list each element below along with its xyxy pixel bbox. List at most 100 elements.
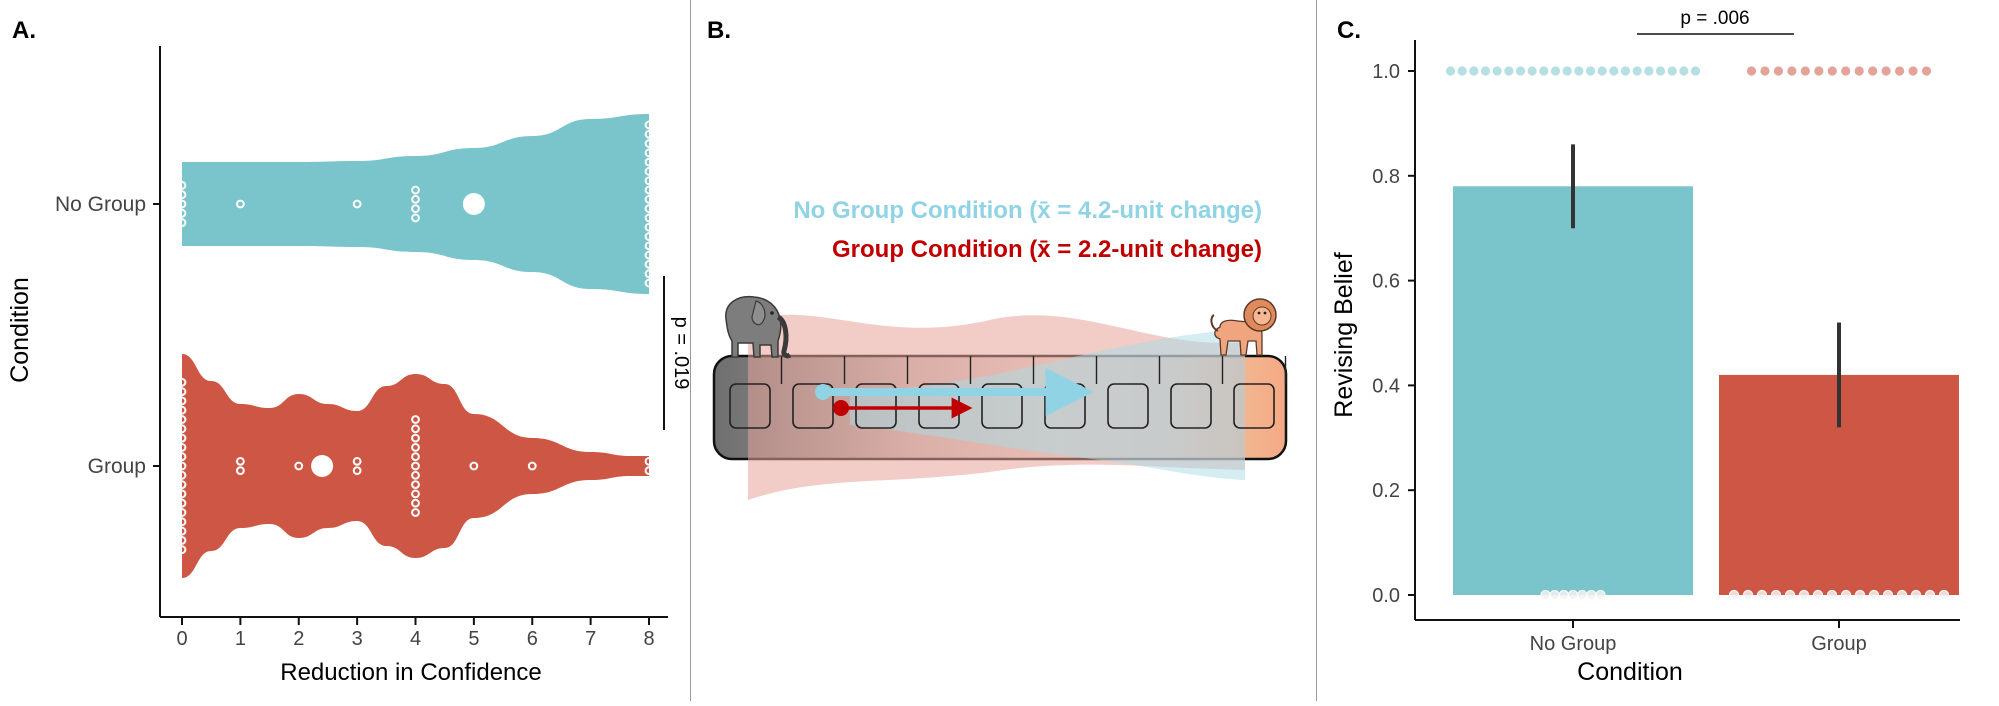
data-point: [1814, 66, 1824, 76]
data-point: [644, 222, 654, 232]
y-tick-label: 1.0: [1372, 61, 1400, 83]
data-point: [644, 204, 654, 214]
data-point: [1574, 66, 1584, 76]
data-point: [1558, 589, 1569, 601]
data-point: [644, 185, 654, 195]
panel-divider-2: [1316, 0, 1317, 701]
data-point: [1549, 589, 1560, 601]
lion-icon: [1210, 298, 1277, 356]
scale-cell: [1107, 383, 1149, 429]
data-point: [1773, 66, 1784, 76]
data-point: [1800, 66, 1810, 76]
data-point: [352, 199, 362, 209]
scale-cell: [981, 383, 1023, 429]
data-point: [235, 466, 245, 476]
data-point: [177, 498, 187, 508]
y-tick-label: 0.8: [1372, 166, 1400, 188]
data-point: [1577, 589, 1588, 601]
data-point: [644, 148, 654, 158]
violin-no-group: [182, 114, 649, 294]
data-point: [177, 480, 187, 490]
data-point: [1910, 589, 1922, 601]
data-point: [411, 213, 420, 223]
data-point: [1679, 66, 1689, 76]
data-point: [177, 424, 187, 434]
data-point: [1756, 589, 1768, 601]
data-point: [1854, 589, 1866, 601]
data-point: [1562, 66, 1572, 76]
mean-point: [462, 193, 485, 215]
mean-point: [311, 455, 334, 477]
data-point: [1894, 66, 1905, 76]
x-tick-label: 2: [293, 628, 304, 650]
panel-b: B. No Group Condition (x̄ = 4.2-unit cha…: [707, 17, 1288, 500]
data-point: [644, 167, 654, 176]
data-point: [177, 433, 187, 443]
data-point: [177, 377, 187, 387]
data-point: [1908, 66, 1918, 76]
panel-a-p-value: p = .019: [670, 317, 692, 390]
data-point: [1504, 66, 1514, 76]
data-point: [1667, 66, 1677, 76]
data-point: [177, 526, 187, 536]
data-point: [1868, 66, 1878, 76]
data-point: [1690, 66, 1701, 76]
data-point: [352, 456, 362, 466]
scale-cell: [792, 383, 834, 429]
panel-c-y-ticks: 0.00.20.40.60.81.0: [1372, 61, 1415, 607]
data-point: [1812, 589, 1824, 601]
data-point: [644, 278, 654, 288]
data-point: [1760, 66, 1770, 76]
data-point: [1840, 589, 1852, 601]
data-point: [1798, 589, 1810, 601]
data-point: [1445, 66, 1456, 76]
data-point: [1550, 66, 1561, 76]
data-point: [1539, 66, 1549, 76]
data-point: [1540, 589, 1551, 601]
data-point: [644, 456, 654, 466]
data-point: [411, 498, 420, 508]
legend-no-group: No Group Condition (x̄ = 4.2-unit change…: [793, 197, 1262, 224]
x-tick-label: No Group: [1530, 633, 1617, 655]
data-point: [1585, 66, 1596, 76]
data-point: [1644, 66, 1654, 76]
x-tick-label: 7: [585, 628, 596, 650]
x-tick-label: 4: [410, 628, 421, 650]
data-point: [644, 232, 654, 241]
legend-group: Group Condition (x̄ = 2.2-unit change): [832, 236, 1262, 263]
data-point: [1854, 66, 1864, 76]
data-point: [177, 517, 187, 527]
data-point: [644, 139, 654, 148]
data-point: [1882, 589, 1894, 601]
data-point: [644, 157, 654, 167]
data-point: [1609, 66, 1619, 76]
x-tick-label: 5: [468, 628, 479, 650]
data-point: [1586, 589, 1597, 601]
x-tick-label: 0: [176, 628, 187, 650]
data-point: [644, 466, 654, 476]
error-bars-c: [1571, 144, 1841, 428]
data-point: [1924, 589, 1936, 601]
panel-c-p-value: p = .006: [1680, 8, 1749, 29]
data-point: [1921, 66, 1932, 76]
panel-c-y-label: Revising Belief: [1330, 252, 1358, 417]
data-point: [1896, 589, 1908, 601]
data-point: [644, 213, 654, 223]
data-point: [1620, 66, 1631, 76]
x-tick-label: 3: [352, 628, 363, 650]
data-point: [1770, 589, 1782, 601]
dots-c: [1445, 66, 1950, 601]
data-point: [411, 470, 420, 480]
data-point: [644, 260, 654, 269]
data-point: [177, 452, 187, 462]
y-tick-label: 0.0: [1372, 585, 1400, 607]
data-point: [352, 466, 362, 476]
data-point: [235, 199, 245, 209]
data-point: [177, 199, 187, 209]
panel-a-label: A.: [12, 17, 36, 44]
data-point: [177, 508, 187, 517]
